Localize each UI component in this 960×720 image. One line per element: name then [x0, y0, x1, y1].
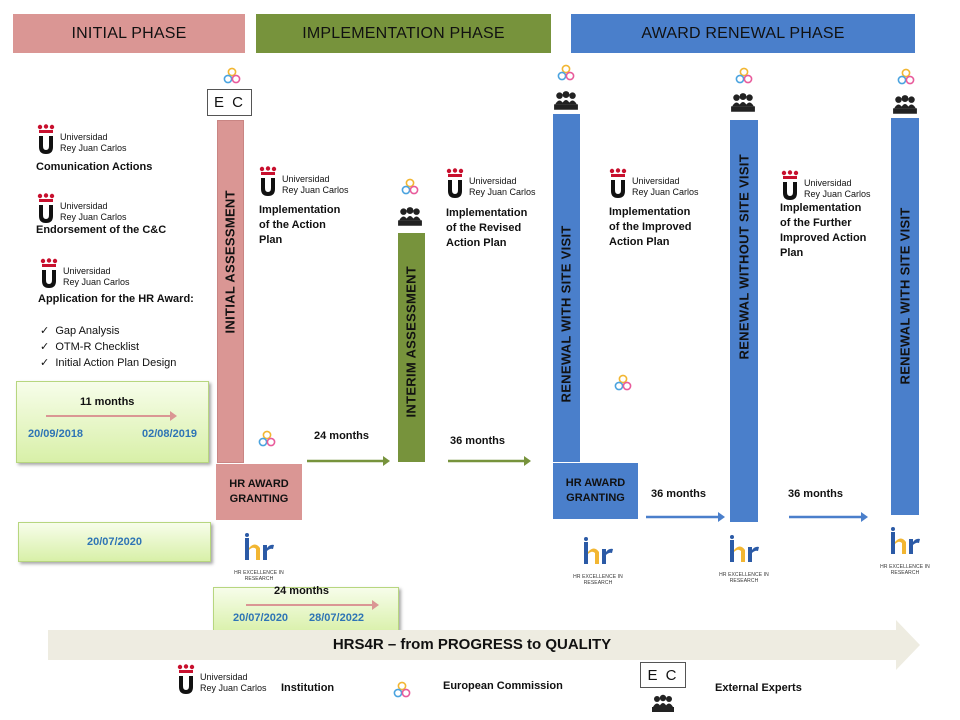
- arrow-36-months-label: 36 months: [450, 435, 506, 447]
- hr-logo-icon: [885, 526, 925, 556]
- urjc-icon: [176, 664, 196, 694]
- implementation-start-date: 20/07/2020: [233, 612, 289, 624]
- experts-icon: [730, 90, 756, 114]
- ec-icon: [613, 373, 633, 393]
- communication-actions-label: Comunication Actions: [36, 161, 153, 173]
- hr-excellence-logo: HR EXCELLENCE IN RESEARCH: [867, 526, 943, 576]
- implementation-end-date: 28/07/2022: [309, 612, 365, 624]
- arrow-36-months-label: 36 months: [651, 488, 707, 500]
- renewal-site2-pillar: [891, 118, 919, 515]
- progress-banner-arrow: [48, 620, 920, 670]
- application-label: Application for the HR Award:: [38, 293, 194, 305]
- ec-icon: [222, 66, 242, 86]
- hr-excellence-logo: HR EXCELLENCE IN RESEARCH: [221, 532, 297, 582]
- arrow-to-renewal-site2: [789, 512, 868, 522]
- arrow-36-months-label: 36 months: [788, 488, 844, 500]
- endorsement-label: Endorsement of the C&C: [36, 224, 167, 236]
- initial-months-label: 11 months: [80, 396, 135, 408]
- renewal-site2-label: RENEWAL WITH SITE VISIT: [897, 207, 913, 385]
- urjc-icon: [445, 168, 465, 198]
- urjc-icon: [608, 168, 628, 198]
- ec-icon: [556, 63, 576, 83]
- implementation-phase-header: IMPLEMENTATION PHASE: [256, 14, 551, 53]
- ec-icon: [400, 177, 420, 197]
- interim-assessment-label: INTERIM ASSESSMENT: [403, 265, 419, 418]
- renewal-phase-header: AWARD RENEWAL PHASE: [571, 14, 915, 53]
- initial-timeline-arrow: [46, 411, 177, 421]
- initial-timeline-box: [16, 381, 209, 463]
- ec-icon: [257, 429, 277, 449]
- initial-end-date: 02/08/2019: [142, 428, 198, 440]
- arrow-to-renewal: [448, 456, 531, 466]
- hr-excellence-logo: HR EXCELLENCE IN RESEARCH: [560, 536, 636, 586]
- experts-icon: [553, 88, 579, 112]
- checklist-item: ✓ OTM-R Checklist: [40, 341, 140, 353]
- urjc-icon: [258, 166, 278, 196]
- legend-experts: External Experts: [715, 682, 802, 694]
- legend-experts-icon: [650, 692, 676, 714]
- checklist-item: ✓ Gap Analysis: [40, 325, 120, 337]
- arrow-24-months-label: 24 months: [314, 430, 370, 442]
- award-date-box: 20/07/2020: [18, 522, 211, 562]
- implementation-months-label: 24 months: [274, 585, 330, 597]
- implementation-timeline-arrow: [246, 600, 379, 610]
- hr-logo-icon: [239, 532, 279, 562]
- arrow-to-interim: [307, 456, 390, 466]
- hr-logo-icon: [578, 536, 618, 566]
- renewal-site-label: RENEWAL WITH SITE VISIT: [558, 225, 574, 403]
- progress-banner-text: HRS4R – from PROGRESS to QUALITY: [332, 636, 612, 653]
- interim-assessment-pillar: [398, 233, 425, 462]
- urjc-icon: [780, 170, 800, 200]
- experts-icon: [397, 204, 423, 228]
- ec-icon: [734, 66, 754, 86]
- ec-icon: [896, 67, 916, 87]
- ec-experts-badge: E C: [207, 89, 252, 116]
- arrow-to-renewal-nosite: [646, 512, 725, 522]
- urjc-icon: [39, 258, 59, 288]
- legend-institution: Institution: [281, 682, 335, 694]
- award-date: 20/07/2020: [86, 536, 143, 548]
- renewal-nosite-label: RENEWAL WITHOUT SITE VISIT: [736, 154, 752, 360]
- hr-logo-icon: [724, 534, 764, 564]
- urjc-icon: [36, 124, 56, 154]
- hr-excellence-logo: HR EXCELLENCE IN RESEARCH: [706, 534, 782, 584]
- initial-start-date: 20/09/2018: [28, 428, 84, 440]
- legend-ec-icon: [392, 680, 412, 700]
- initial-assessment-pillar: [217, 120, 244, 463]
- legend-ec-badge: E C: [640, 662, 686, 688]
- urjc-icon: [36, 193, 56, 223]
- legend-commission: European Commission: [443, 680, 563, 692]
- initial-phase-header: INITIAL PHASE: [13, 14, 245, 53]
- experts-icon: [892, 92, 918, 116]
- initial-assessment-label: INITIAL ASSESSMENT: [222, 190, 238, 334]
- checklist-item: ✓ Initial Action Plan Design: [40, 357, 177, 369]
- renewal-nosite-pillar: [730, 120, 758, 522]
- renewal-site-pillar: [553, 114, 580, 462]
